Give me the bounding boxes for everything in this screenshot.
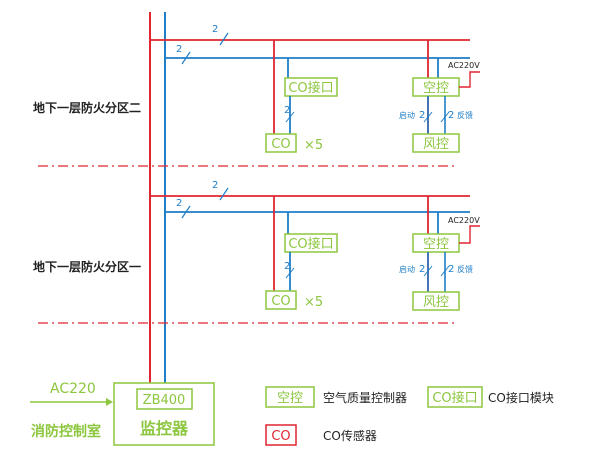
zone2-red-bus-count: 2 — [212, 24, 218, 35]
zone1-red-bus-slash — [219, 187, 229, 201]
zone1-blue-bus-slash — [181, 205, 191, 219]
zone2-start-count: 2 — [419, 110, 425, 121]
zone2-blue-bus-slash — [181, 51, 191, 65]
zone1-start-label: 启动 — [399, 264, 415, 274]
zone2-co-sensor-box — [265, 133, 297, 153]
zone1-start-count: 2 — [419, 264, 425, 275]
zone1-co-interface-label: CO接口 — [288, 236, 333, 252]
zone2-start-slash — [423, 111, 433, 123]
control-room-label: 消防控制室 — [31, 423, 101, 440]
zone2-feedback-slash — [440, 111, 450, 123]
legend: 空控 空气质量控制器 CO接口 CO接口模块 CO CO传感器 — [265, 386, 554, 446]
zone2-ac220-line — [459, 71, 480, 88]
zone1-blue-bus-count: 2 — [176, 198, 182, 209]
monitor-model-box — [136, 388, 193, 410]
zone1-ac220-line — [459, 225, 480, 244]
legend-co-interface-symbol-box — [427, 386, 483, 408]
zone1-feedback-count: 2 — [448, 264, 454, 275]
zone1-ac220-label: AC220V — [448, 216, 480, 225]
legend-co-sensor-symbol-box — [265, 424, 297, 446]
zone2-co-interface-label: CO接口 — [288, 80, 333, 96]
zone2-co-sensor-count: ×5 — [304, 138, 323, 153]
zone1-fan-control-label: 风控 — [423, 295, 449, 310]
zone2-fan-control-box — [412, 133, 460, 153]
zone1-co-count-wires: 2 — [284, 261, 290, 272]
zone2-label: 地下一层防火分区二 — [33, 100, 141, 115]
zone1-co-sensor-box — [265, 290, 297, 310]
zone1-start-slash — [423, 265, 433, 277]
legend-co-sensor-desc: CO传感器 — [323, 428, 377, 443]
zone2-feedback-count: 2 — [448, 110, 454, 121]
power-input-arrowhead — [106, 398, 113, 406]
zone-1: 2 2 CO接口 2 CO ×5 空控 AC220V 启动 2 2 反馈 风控 … — [33, 180, 480, 311]
legend-ac-control-desc: 空气质量控制器 — [323, 390, 407, 405]
zone2-start-label: 启动 — [399, 110, 415, 120]
zone1-label: 地下一层防火分区一 — [33, 259, 141, 274]
power-input-label: AC220 — [50, 381, 96, 397]
zone2-fan-control-label: 风控 — [423, 137, 449, 152]
zone2-blue-bus-count: 2 — [176, 44, 182, 55]
zone2-co-interface-box — [284, 77, 338, 97]
zone2-red-bus-slash — [219, 32, 229, 46]
legend-co-sensor-symbol: CO — [271, 429, 290, 444]
zone1-ac-control-label: 空控 — [423, 237, 449, 252]
zone2-ac220-label: AC220V — [448, 61, 480, 70]
zone1-co-sensor-count: ×5 — [304, 295, 323, 310]
monitor-model-label: ZB400 — [143, 393, 186, 408]
zone-2: 2 2 CO接口 2 CO ×5 空控 AC220V 启动 2 2 反馈 风控 … — [33, 24, 480, 153]
zone1-red-bus-count: 2 — [212, 180, 218, 191]
zone1-fan-control-box — [412, 291, 460, 311]
zone1-co-sensor-label: CO — [271, 294, 290, 309]
zone1-feedback-slash — [440, 265, 450, 277]
legend-co-interface-desc: CO接口模块 — [488, 390, 554, 405]
legend-ac-control-symbol: 空控 — [277, 391, 303, 406]
zone1-co-slash — [285, 267, 295, 279]
legend-co-interface-symbol: CO接口 — [432, 390, 477, 406]
legend-ac-control-symbol-box — [265, 386, 315, 408]
monitor-label: 监控器 — [140, 419, 189, 438]
zone2-feedback-label: 反馈 — [457, 110, 473, 120]
zone2-co-count-wires: 2 — [284, 105, 290, 116]
zone2-co-sensor-label: CO — [271, 137, 290, 152]
control-room: AC220 消防控制室 ZB400 监控器 — [30, 381, 215, 446]
zone1-feedback-label: 反馈 — [457, 264, 473, 274]
zone1-co-interface-box — [284, 233, 338, 253]
zone2-ac-control-label: 空控 — [423, 81, 449, 96]
zone2-co-slash — [285, 111, 295, 123]
